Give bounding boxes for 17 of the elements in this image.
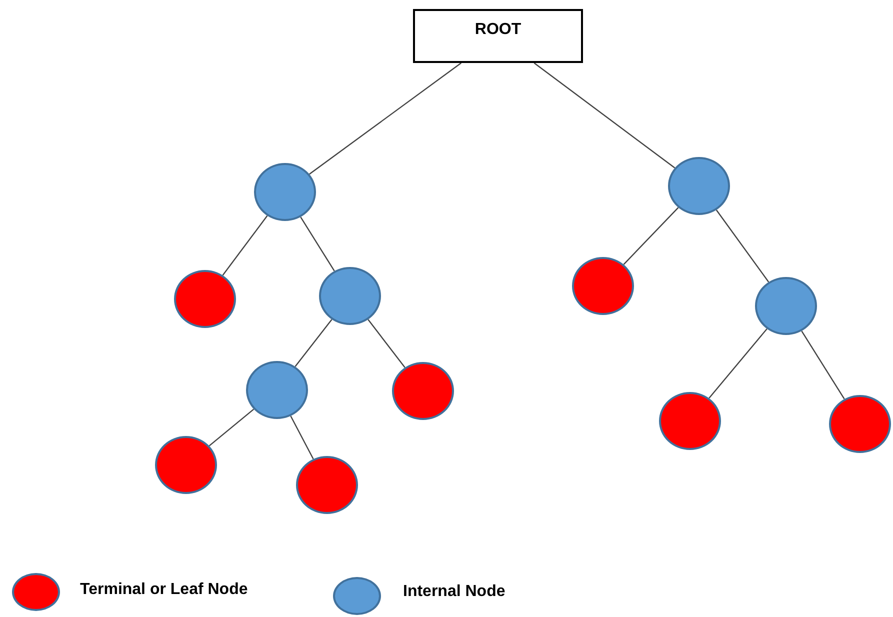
- connector-line: [309, 62, 462, 175]
- connector-line: [208, 408, 254, 446]
- node-label: ROOT: [474, 21, 522, 39]
- connector-line: [222, 215, 268, 276]
- connector-line: [716, 210, 770, 282]
- root-box: [413, 9, 583, 63]
- connector-line: [368, 319, 406, 368]
- legend-label: Internal Node: [403, 583, 506, 601]
- connector-line: [623, 207, 679, 265]
- connector-line: [801, 330, 845, 400]
- connector-line: [534, 62, 676, 168]
- tree-node-circle: [246, 361, 308, 419]
- legend-label: Terminal or Leaf Node: [80, 581, 248, 599]
- connector-line: [300, 216, 335, 272]
- connector-line: [294, 319, 332, 367]
- connector-line: [290, 416, 314, 460]
- connector-line: [708, 328, 768, 399]
